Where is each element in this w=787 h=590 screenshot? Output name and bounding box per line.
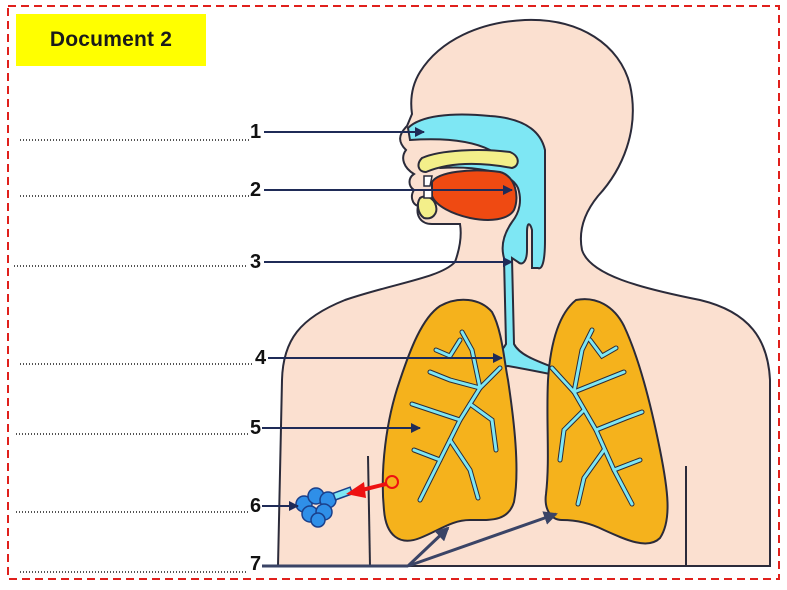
document-title-box: Document 2 xyxy=(16,14,206,66)
jaw xyxy=(418,196,436,218)
document-title: Document 2 xyxy=(50,28,172,52)
label-number-4: 4 xyxy=(255,348,266,368)
label-number-3: 3 xyxy=(250,252,261,272)
answer-lines xyxy=(14,140,254,572)
label-number-2: 2 xyxy=(250,180,261,200)
label-number-7: 7 xyxy=(250,554,261,574)
body-silhouette xyxy=(278,20,770,566)
label-number-5: 5 xyxy=(250,418,261,438)
label-number-6: 6 xyxy=(250,496,261,516)
label-number-1: 1 xyxy=(250,122,261,142)
